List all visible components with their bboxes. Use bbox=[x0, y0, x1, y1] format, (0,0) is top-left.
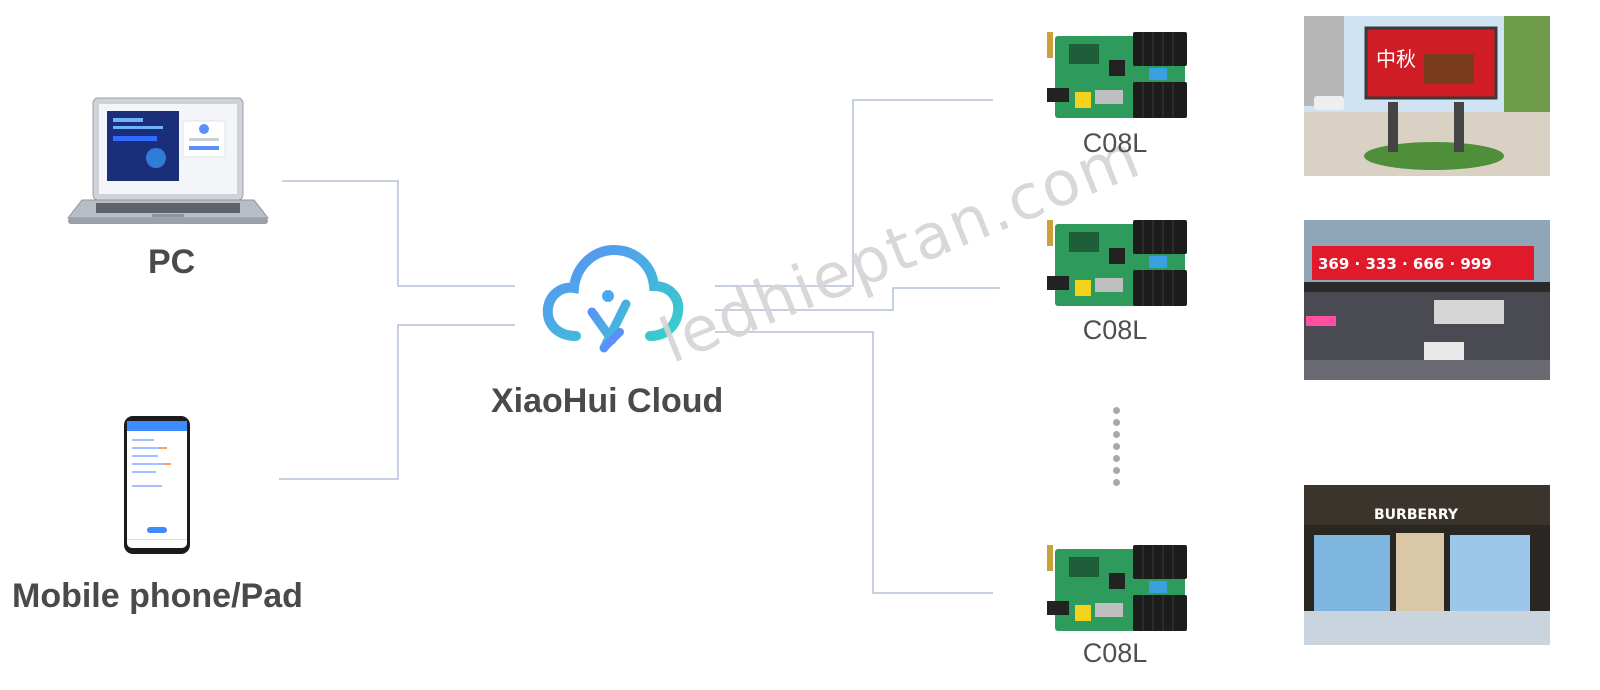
controller-board-3 bbox=[1047, 545, 1187, 631]
wire-cloud-to-board-1 bbox=[715, 99, 993, 287]
controller-label-1: C08L bbox=[1082, 128, 1148, 158]
pc-label: PC bbox=[148, 243, 196, 281]
display-photo-street: 369 · 333 · 666 · 999 bbox=[1304, 220, 1550, 380]
display-photo-billboard: 中秋 bbox=[1304, 16, 1550, 176]
street-sign-text: 369 · 333 · 666 · 999 bbox=[1318, 255, 1492, 273]
cloud-label: XiaoHui Cloud bbox=[491, 382, 724, 420]
controller-label-3: C08L bbox=[1082, 638, 1148, 668]
wire-cloud-to-board-2 bbox=[715, 287, 1000, 311]
display-photo-storefront: BURBERRY bbox=[1304, 485, 1550, 645]
cloud-icon bbox=[542, 244, 684, 353]
storefront-sign-text: BURBERRY bbox=[1374, 507, 1459, 523]
controller-label-2: C08L bbox=[1082, 315, 1148, 345]
wire-mobile-to-cloud bbox=[279, 324, 515, 480]
controller-board-1 bbox=[1047, 32, 1187, 118]
mobile-label: Mobile phone/Pad bbox=[12, 577, 303, 615]
controller-board-2 bbox=[1047, 220, 1187, 306]
billboard-sign-text: 中秋 bbox=[1376, 47, 1416, 71]
wire-pc-to-cloud bbox=[282, 180, 515, 287]
laptop-icon bbox=[66, 97, 270, 224]
wire-cloud-to-board-3 bbox=[715, 331, 993, 594]
mobile-phone-icon bbox=[124, 416, 190, 554]
